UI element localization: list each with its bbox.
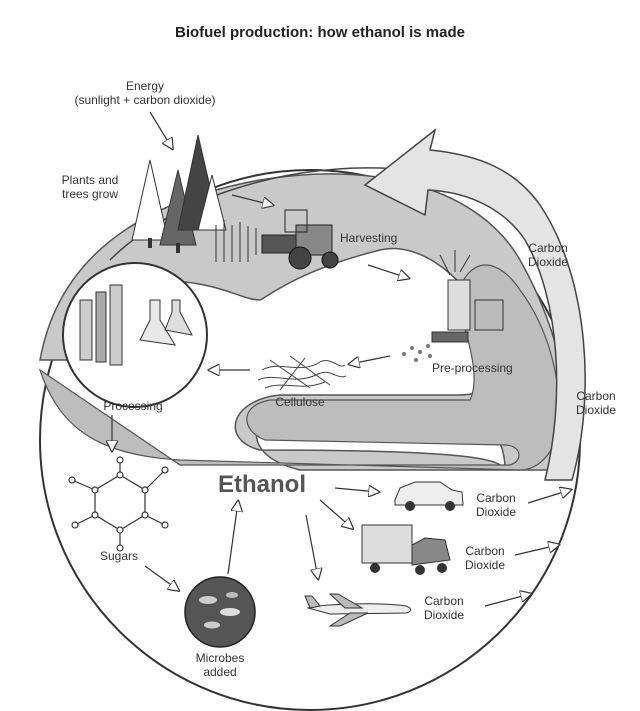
label-co2-car-2: Dioxide	[476, 505, 516, 519]
arrow-harvest-preprocess	[367, 264, 408, 278]
label-microbes-1: Microbes	[196, 651, 245, 665]
co2-arrow-car	[527, 490, 570, 504]
arrow-microbes-ethanol	[227, 502, 238, 575]
label-plants-2: trees grow	[62, 187, 118, 201]
sugar-molecule-illustration	[68, 456, 169, 552]
label-microbes-2: added	[203, 665, 236, 679]
arrow-ethanol-truck	[319, 499, 352, 528]
label-cellulose: Cellulose	[275, 395, 325, 409]
label-co2-truck-2: Dioxide	[465, 558, 505, 572]
label-co2-plane-2: Dioxide	[424, 608, 464, 622]
label-sugars: Sugars	[100, 549, 138, 563]
label-harvesting: Harvesting	[340, 231, 397, 245]
cellulose-illustration	[257, 355, 347, 391]
plane-illustration	[304, 593, 411, 627]
label-co2-right-1: Carbon	[576, 389, 615, 403]
truck-illustration	[361, 524, 451, 575]
label-co2-car-1: Carbon	[476, 491, 515, 505]
co2-arrow-truck	[514, 545, 558, 556]
co2-arrow-plane	[484, 594, 530, 607]
label-co2-top-1: Carbon	[528, 241, 567, 255]
label-energy: Energy	[126, 79, 164, 93]
energy-arrow	[149, 111, 172, 148]
processing-plant-illustration	[62, 262, 208, 408]
label-preprocessing: Pre-processing	[432, 361, 513, 375]
label-co2-plane-1: Carbon	[424, 594, 463, 608]
preprocess-machine-illustration	[402, 250, 504, 362]
page-title: Biofuel production: how ethanol is made	[174, 24, 465, 41]
microbes-illustration	[184, 576, 256, 648]
car-illustration	[394, 481, 464, 511]
tractor-illustration	[215, 209, 339, 270]
process-band-lower	[38, 264, 561, 471]
label-co2-truck-1: Carbon	[465, 544, 504, 558]
trees-illustration	[131, 134, 227, 253]
label-processing: Processing	[103, 399, 162, 413]
label-ethanol: Ethanol	[218, 471, 306, 498]
arrow-preprocess-cellulose	[350, 355, 391, 364]
arrow-ethanol-plane	[305, 514, 318, 578]
return-arrow	[363, 128, 586, 481]
label-co2-right-2: Dioxide	[576, 403, 616, 417]
label-plants-1: Plants and	[62, 173, 119, 187]
arrow-sugars-microbes	[144, 565, 178, 590]
label-energy-sub: (sunlight + carbon dioxide)	[74, 93, 215, 107]
arrow-ethanol-car	[334, 488, 378, 492]
arrow-trees-harvest	[231, 194, 272, 205]
label-co2-top-2: Dioxide	[528, 255, 568, 269]
